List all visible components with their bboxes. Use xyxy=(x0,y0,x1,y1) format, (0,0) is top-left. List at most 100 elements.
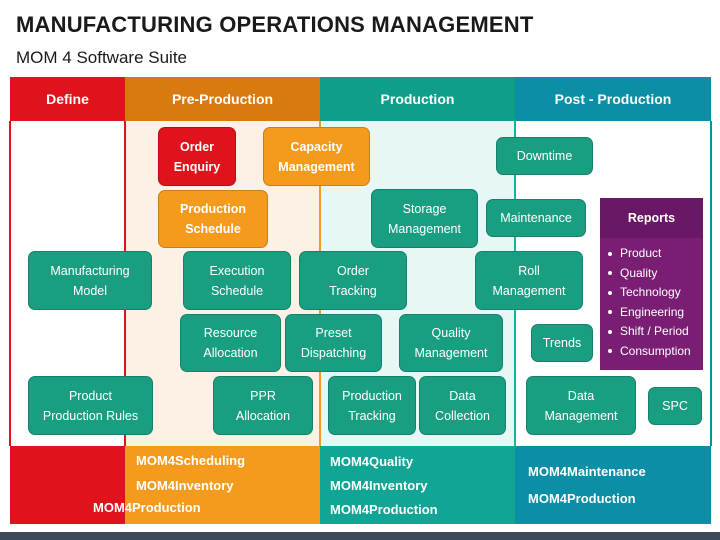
maintenance-label: Maintenance xyxy=(500,211,572,225)
bullet-icon xyxy=(608,290,612,295)
reports-item-label: Engineering xyxy=(620,304,685,319)
page-subtitle: MOM 4 Software Suite xyxy=(16,48,188,67)
production-tracking-line-1: Production xyxy=(342,388,402,403)
reports-item: Product xyxy=(600,244,703,264)
quality-management-line-1: Quality xyxy=(431,326,471,340)
reports-item-label: Product xyxy=(620,246,662,260)
reports-item-label: Quality xyxy=(620,265,658,280)
reports-item-label: Technology xyxy=(620,285,681,299)
capacity-management-line-1: Capacity xyxy=(290,139,343,154)
execution-schedule-line-1: Execution xyxy=(209,263,265,278)
reports-title: Reports xyxy=(600,198,703,238)
page-title: MANUFACTURING OPERATIONS MANAGEMENT xyxy=(16,12,534,37)
reports-item: Technology xyxy=(600,283,703,303)
header-production: Production xyxy=(320,77,515,121)
trends-label: Trends xyxy=(542,336,582,350)
capacity-management-line-2: Management xyxy=(278,159,355,174)
spc-box: SPC xyxy=(648,387,702,425)
bullet-icon xyxy=(608,251,612,256)
footer-pre-production xyxy=(125,446,320,524)
execution-schedule-line-2: Schedule xyxy=(210,283,264,298)
downtime-label: Downtime xyxy=(516,149,573,163)
footer-production xyxy=(320,446,515,524)
reports-panel: Reports Product Quality Technology Engin… xyxy=(600,198,703,370)
bottom-bar xyxy=(0,532,720,540)
header-post-production: Post - Production xyxy=(515,77,711,121)
reports-item: Engineering xyxy=(600,303,703,323)
production-tracking-line-2: Tracking xyxy=(348,408,396,423)
data-management-line-1: Data xyxy=(567,388,595,403)
bullet-icon xyxy=(608,310,612,315)
manufacturing-model-line-1: Manufacturing xyxy=(50,263,130,278)
post-production-right-border xyxy=(710,121,712,446)
quality-management-line-2: Management xyxy=(414,346,488,360)
reports-item: Quality xyxy=(600,264,703,284)
reports-item-label: Consumption xyxy=(620,343,691,358)
bullet-icon xyxy=(608,271,612,276)
preset-dispatching-line-1: Preset xyxy=(315,326,352,340)
bullet-icon xyxy=(608,329,612,334)
production-schedule-line-2: Schedule xyxy=(185,222,241,236)
footer-post-production xyxy=(515,446,711,524)
ppr-allocation-line-1: PPR xyxy=(250,388,276,403)
production-schedule-line-1: Production xyxy=(180,202,246,216)
reports-item: Consumption xyxy=(600,342,703,362)
footer-production-item-3: MOM4Production xyxy=(330,502,438,517)
footer-post-item-2: MOM4Production xyxy=(528,491,636,506)
header-define-label: Define xyxy=(46,91,89,107)
storage-management-line-2: Management xyxy=(388,221,461,236)
header-production-label: Production xyxy=(380,91,455,107)
roll-management-line-1: Roll xyxy=(518,263,540,278)
trends-box: Trends xyxy=(531,324,593,362)
resource-allocation-line-2: Allocation xyxy=(203,346,258,360)
storage-management-line-1: Storage xyxy=(402,201,447,216)
footer-define xyxy=(10,446,125,524)
footer-pre-item-2: MOM4Inventory xyxy=(136,478,234,493)
header-define: Define xyxy=(10,77,125,121)
reports-item: Shift / Period xyxy=(600,322,703,342)
product-production-rules-line-2: Production Rules xyxy=(42,408,139,423)
reports-list: Product Quality Technology Engineering S… xyxy=(600,238,703,361)
header-post-production-label: Post - Production xyxy=(554,91,672,107)
reports-item-label: Shift / Period xyxy=(620,324,689,338)
manufacturing-model-line-2: Model xyxy=(72,283,108,298)
define-left-border xyxy=(9,121,11,446)
order-tracking-line-1: Order xyxy=(337,263,369,278)
resource-allocation-line-1: Resource xyxy=(203,326,258,340)
footer-pre-item-1: MOM4Scheduling xyxy=(136,453,246,468)
footer-post-item-1: MOM4Maintenance xyxy=(528,464,646,479)
data-management-line-2: Management xyxy=(544,408,618,423)
roll-management-line-2: Management xyxy=(492,283,566,298)
downtime-box: Downtime xyxy=(496,137,593,175)
bullet-icon xyxy=(608,349,612,354)
footer-production-item-2: MOM4Inventory xyxy=(330,478,428,493)
footer-production-item-1: MOM4Quality xyxy=(330,454,414,469)
order-enquiry-line-2: Enquiry xyxy=(173,159,221,174)
order-enquiry-line-1: Order xyxy=(179,139,215,154)
data-collection-line-2: Collection xyxy=(435,408,490,423)
data-collection-line-1: Data xyxy=(449,388,476,403)
spc-label: SPC xyxy=(662,399,688,413)
header-pre-production-label: Pre-Production xyxy=(171,91,274,107)
maintenance-box: Maintenance xyxy=(486,199,586,237)
preset-dispatching-line-2: Dispatching xyxy=(300,346,367,360)
header-pre-production: Pre-Production xyxy=(125,77,320,121)
product-production-rules-line-1: Product xyxy=(68,388,113,403)
footer-define-item: MOM4Production xyxy=(93,500,201,515)
